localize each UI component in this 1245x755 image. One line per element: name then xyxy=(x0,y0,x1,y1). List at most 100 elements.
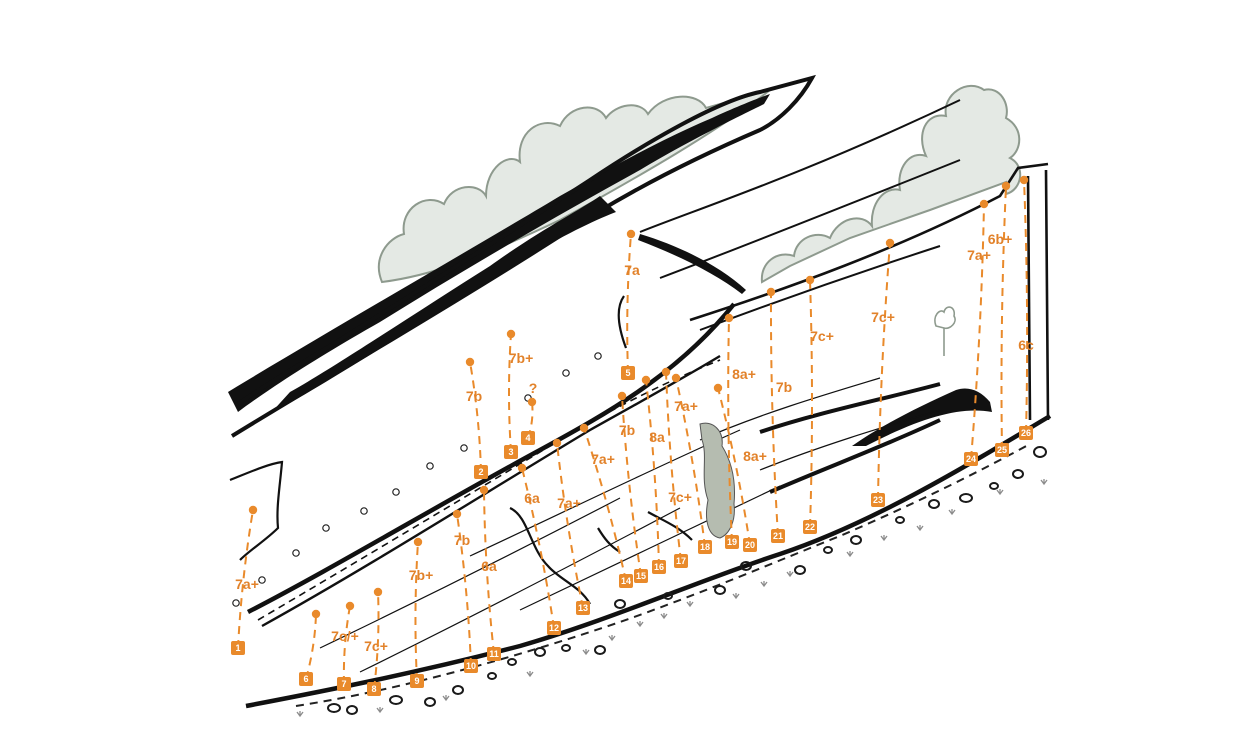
grass-tufts xyxy=(296,479,1048,718)
route-number-badge xyxy=(487,647,501,661)
middle-ledge-top xyxy=(246,302,736,615)
route-5[interactable]: 5 7a xyxy=(621,229,640,380)
route-grade: 7c+ xyxy=(668,489,692,505)
route-2[interactable]: 27b xyxy=(465,357,488,479)
route-number-badge xyxy=(871,493,885,507)
route-number: 10 xyxy=(466,661,476,671)
route-number: 1 xyxy=(235,643,240,653)
route-number: 20 xyxy=(745,540,755,550)
grass-tuft xyxy=(686,601,694,608)
route-line xyxy=(342,605,351,685)
right-ledge xyxy=(759,382,941,494)
route-number: 24 xyxy=(966,454,976,464)
ground-texture xyxy=(295,443,1048,718)
route-number: 4 xyxy=(525,433,530,443)
route-8[interactable]: 8 xyxy=(367,587,383,696)
grass-tuft xyxy=(880,535,888,542)
route-7[interactable]: 77c+ xyxy=(337,601,388,691)
route-4[interactable]: 4? xyxy=(521,380,537,445)
route-number: 5 xyxy=(625,368,630,378)
route-9[interactable]: 97b+ xyxy=(409,537,434,688)
boulder xyxy=(850,535,862,545)
cracks xyxy=(509,295,693,605)
route-anchor xyxy=(1019,175,1029,185)
route-24[interactable]: 24 7a+ xyxy=(964,199,991,466)
route-number-badge xyxy=(547,621,561,635)
boulders xyxy=(327,446,1047,715)
boulder xyxy=(1033,446,1047,458)
tree-small xyxy=(934,306,956,356)
route-line xyxy=(877,242,891,501)
tree-canopy-right xyxy=(760,84,1021,284)
route-line xyxy=(626,233,632,374)
route-line xyxy=(521,467,555,629)
route-anchor xyxy=(979,199,989,209)
route-1[interactable]: 17a+ xyxy=(231,505,259,655)
route-anchor xyxy=(552,438,562,448)
grass-tuft xyxy=(526,671,534,678)
boulder xyxy=(534,647,546,657)
main-base-line xyxy=(245,414,1052,709)
route-anchor xyxy=(626,229,636,239)
roof-right-shadow xyxy=(638,234,746,294)
route-number: 11 xyxy=(489,649,499,659)
route-number-badge xyxy=(964,452,978,466)
route-anchor xyxy=(345,601,355,611)
route-grade: 7c+ xyxy=(810,328,834,344)
route-number-badge xyxy=(771,529,785,543)
route-line xyxy=(717,387,751,546)
route-line xyxy=(675,377,706,548)
route-grade: 7a+ xyxy=(967,247,991,263)
route-line xyxy=(583,427,627,582)
route-line xyxy=(1023,179,1029,434)
route-grade: 8a+ xyxy=(732,366,756,382)
boulder xyxy=(327,703,341,713)
route-anchor xyxy=(506,329,516,339)
route-grade: 7b xyxy=(776,379,792,395)
route-line xyxy=(483,489,495,655)
route-20[interactable]: 20 8a+ xyxy=(713,383,767,552)
route-number-badge xyxy=(619,574,633,588)
route-grade: 8a xyxy=(649,429,665,445)
route-number-badge xyxy=(652,560,666,574)
route-6[interactable]: 67c/+ xyxy=(299,609,359,686)
cave-roof-shadow xyxy=(270,196,616,414)
route-3[interactable]: 37b+ xyxy=(504,329,533,459)
route-line xyxy=(508,333,512,453)
route-line xyxy=(645,379,660,568)
route-number-badge xyxy=(299,672,313,686)
right-overhang xyxy=(852,388,992,446)
route-grade: 8a+ xyxy=(743,448,767,464)
route-grade: 7c+ xyxy=(364,638,388,654)
route-line xyxy=(305,613,317,680)
grass-tuft xyxy=(660,613,668,620)
route-grade: 7a xyxy=(624,262,640,278)
boulder xyxy=(424,697,436,707)
route-number-badge xyxy=(231,641,245,655)
boulder xyxy=(561,644,571,652)
route-anchor xyxy=(413,537,423,547)
grass-tuft xyxy=(760,581,768,588)
route-anchor xyxy=(671,373,681,383)
route-number: 18 xyxy=(700,542,710,552)
route-line xyxy=(373,591,380,690)
route-anchor xyxy=(885,238,895,248)
route-grade: 6b+ xyxy=(988,231,1013,247)
grass-tuft xyxy=(582,649,590,656)
boulder xyxy=(740,561,752,571)
grass-tuft xyxy=(608,635,616,642)
